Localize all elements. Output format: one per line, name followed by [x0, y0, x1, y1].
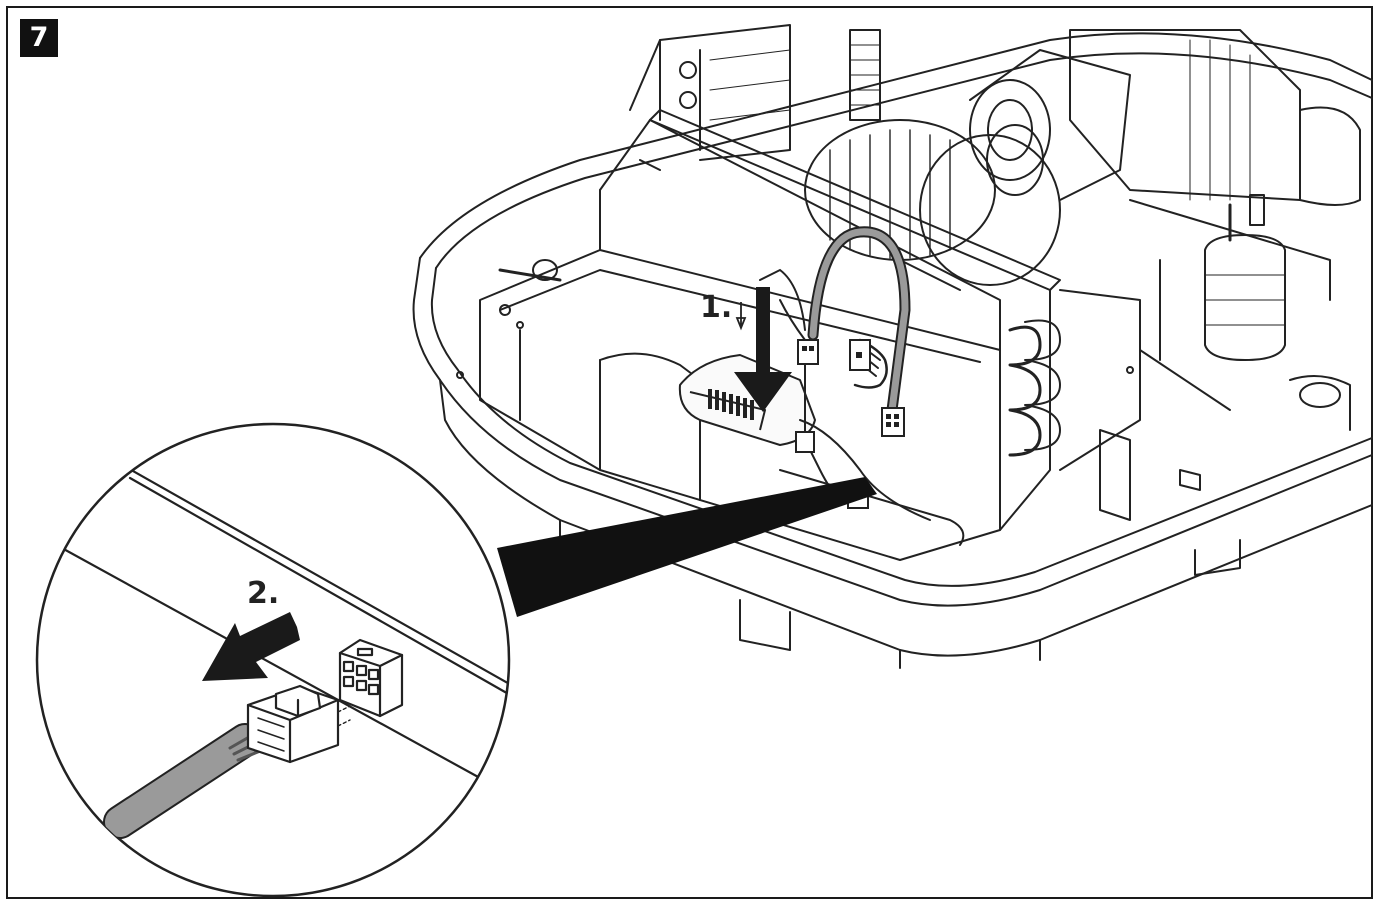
plug-connector: [246, 684, 351, 764]
magnified-detail: 2.: [35, 422, 511, 898]
step-1-arrow: [734, 287, 792, 412]
wall-socket: [338, 638, 404, 718]
step-number-badge: 7: [20, 19, 58, 57]
step-1-label: 1.: [700, 290, 732, 325]
air-conditioner-unit: [412, 24, 1373, 669]
zoom-callout-beam: [497, 477, 877, 617]
step-2-label: 2.: [247, 576, 279, 611]
pin-icon: [735, 302, 747, 331]
step-2-arrow: [202, 612, 300, 681]
